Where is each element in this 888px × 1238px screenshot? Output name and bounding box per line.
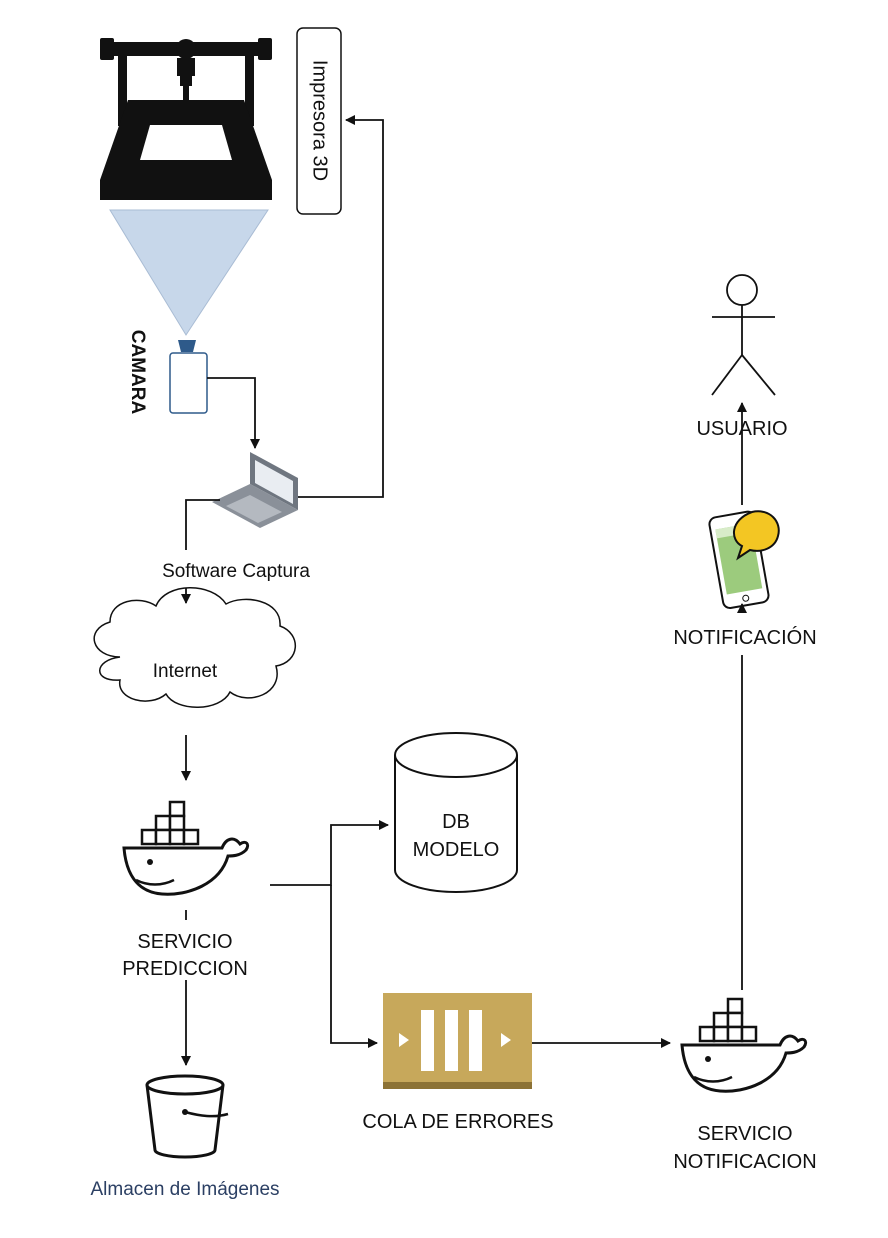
printer-label-box <box>296 27 342 215</box>
storage-bucket-icon <box>145 1074 229 1159</box>
storage-label: Almacen de Imágenes <box>90 1179 280 1200</box>
db-label-line1: DB <box>442 811 470 833</box>
laptop-to-capture-line <box>185 499 220 550</box>
error-queue-label: COLA DE ERRORES <box>362 1111 554 1133</box>
docker-prediction-service-icon <box>122 800 250 896</box>
prediction-to-db-arrow <box>270 820 389 886</box>
db-label-line2: MODELO <box>412 839 500 861</box>
db-modelo-cylinder <box>394 732 518 893</box>
printer-label: Impresora 3D <box>308 59 331 182</box>
user-label: USUARIO <box>696 418 788 440</box>
prediction-service-label-line2: PREDICCION <box>122 958 248 980</box>
internet-label: Internet <box>152 661 218 682</box>
prediction-to-queue-arrow <box>330 885 378 1048</box>
camera-view-cone <box>109 209 269 336</box>
notification-label: NOTIFICACIÓN <box>673 627 817 649</box>
phone-notification-icon <box>708 510 780 610</box>
3d-printer-icon <box>100 38 272 200</box>
internet-cloud-icon <box>93 587 297 708</box>
prediction-service-label-line1: SERVICIO <box>137 931 233 953</box>
notification-service-label-line2: NOTIFICACION <box>673 1151 817 1173</box>
user-actor-icon <box>711 274 776 396</box>
docker-notification-service-icon <box>680 997 808 1093</box>
connectors <box>181 115 747 1066</box>
error-queue-icon <box>383 993 532 1089</box>
camera-icon <box>169 340 208 414</box>
notification-service-label-line1: SERVICIO <box>697 1123 793 1145</box>
camera-to-laptop-arrow <box>207 377 260 449</box>
laptop-to-printer-arrow <box>298 115 384 498</box>
laptop-icon <box>212 452 298 528</box>
capture-software-label: Software Captura <box>162 561 310 582</box>
camera-label: CAMARA <box>127 329 148 415</box>
